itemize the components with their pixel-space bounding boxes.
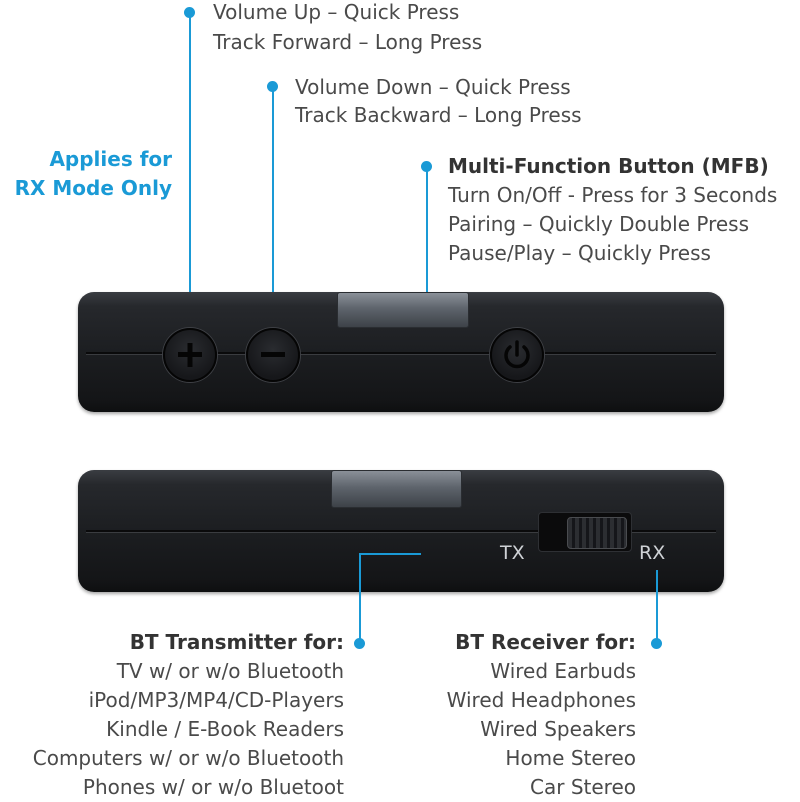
mfb-pairing-text: Pairing – Quickly Double Press [448, 212, 750, 236]
track-backward-text: Track Backward – Long Press [295, 103, 582, 127]
device-bottom-view: TX RX [78, 470, 724, 592]
transmitter-item: Computers w/ or w/o Bluetooth [32, 746, 344, 770]
volume-up-button[interactable] [163, 328, 217, 382]
applies-for-text: Applies for [49, 147, 172, 171]
device-bottom-seam [86, 530, 716, 533]
mode-switch-knob[interactable] [567, 517, 627, 549]
tx-callout-connector [359, 553, 421, 555]
transmitter-item: iPod/MP3/MP4/CD-Players [88, 688, 344, 712]
mfb-title: Multi-Function Button (MFB) [448, 154, 769, 178]
transmitter-item: Phones w/ or w/o Bluetoot [82, 775, 344, 799]
tx-callout-dot [354, 638, 365, 649]
device-top-seam [86, 352, 716, 355]
receiver-item: Wired Earbuds [490, 659, 636, 683]
minus-icon [261, 352, 285, 357]
mfb-pause-play-text: Pause/Play – Quickly Press [448, 241, 711, 265]
power-icon [504, 340, 530, 369]
volume-down-callout-line [272, 86, 274, 330]
receiver-item: Home Stereo [505, 746, 636, 770]
transmitter-item: TV w/ or w/o Bluetooth [116, 659, 344, 683]
volume-down-text: Volume Down – Quick Press [295, 75, 571, 99]
tx-callout-line [359, 553, 361, 643]
multi-function-button[interactable] [490, 328, 544, 382]
transmitter-item: Kindle / E-Book Readers [106, 717, 344, 741]
mfb-power-text: Turn On/Off - Press for 3 Seconds [448, 183, 778, 207]
rx-callout-dot [651, 638, 662, 649]
tx-label: TX [500, 542, 525, 564]
receiver-item: Wired Speakers [480, 717, 636, 741]
transmitter-title: BT Transmitter for: [129, 630, 344, 654]
receiver-item: Wired Headphones [446, 688, 636, 712]
plus-icon [178, 343, 202, 367]
volume-up-text: Volume Up – Quick Press [213, 0, 460, 24]
rx-label: RX [639, 542, 666, 564]
volume-up-callout-line [189, 12, 191, 330]
mfb-callout-line [426, 166, 428, 352]
mode-switch-track [538, 512, 632, 552]
rx-mode-only-text: RX Mode Only [14, 176, 172, 200]
volume-down-button[interactable] [246, 328, 300, 382]
rx-callout-line [656, 570, 658, 643]
receiver-item: Car Stereo [530, 775, 636, 799]
device-top-slot [337, 292, 469, 328]
receiver-title: BT Receiver for: [455, 630, 636, 654]
track-forward-text: Track Forward – Long Press [213, 30, 483, 54]
device-bottom-slot [331, 470, 462, 508]
device-top-view [78, 292, 724, 412]
